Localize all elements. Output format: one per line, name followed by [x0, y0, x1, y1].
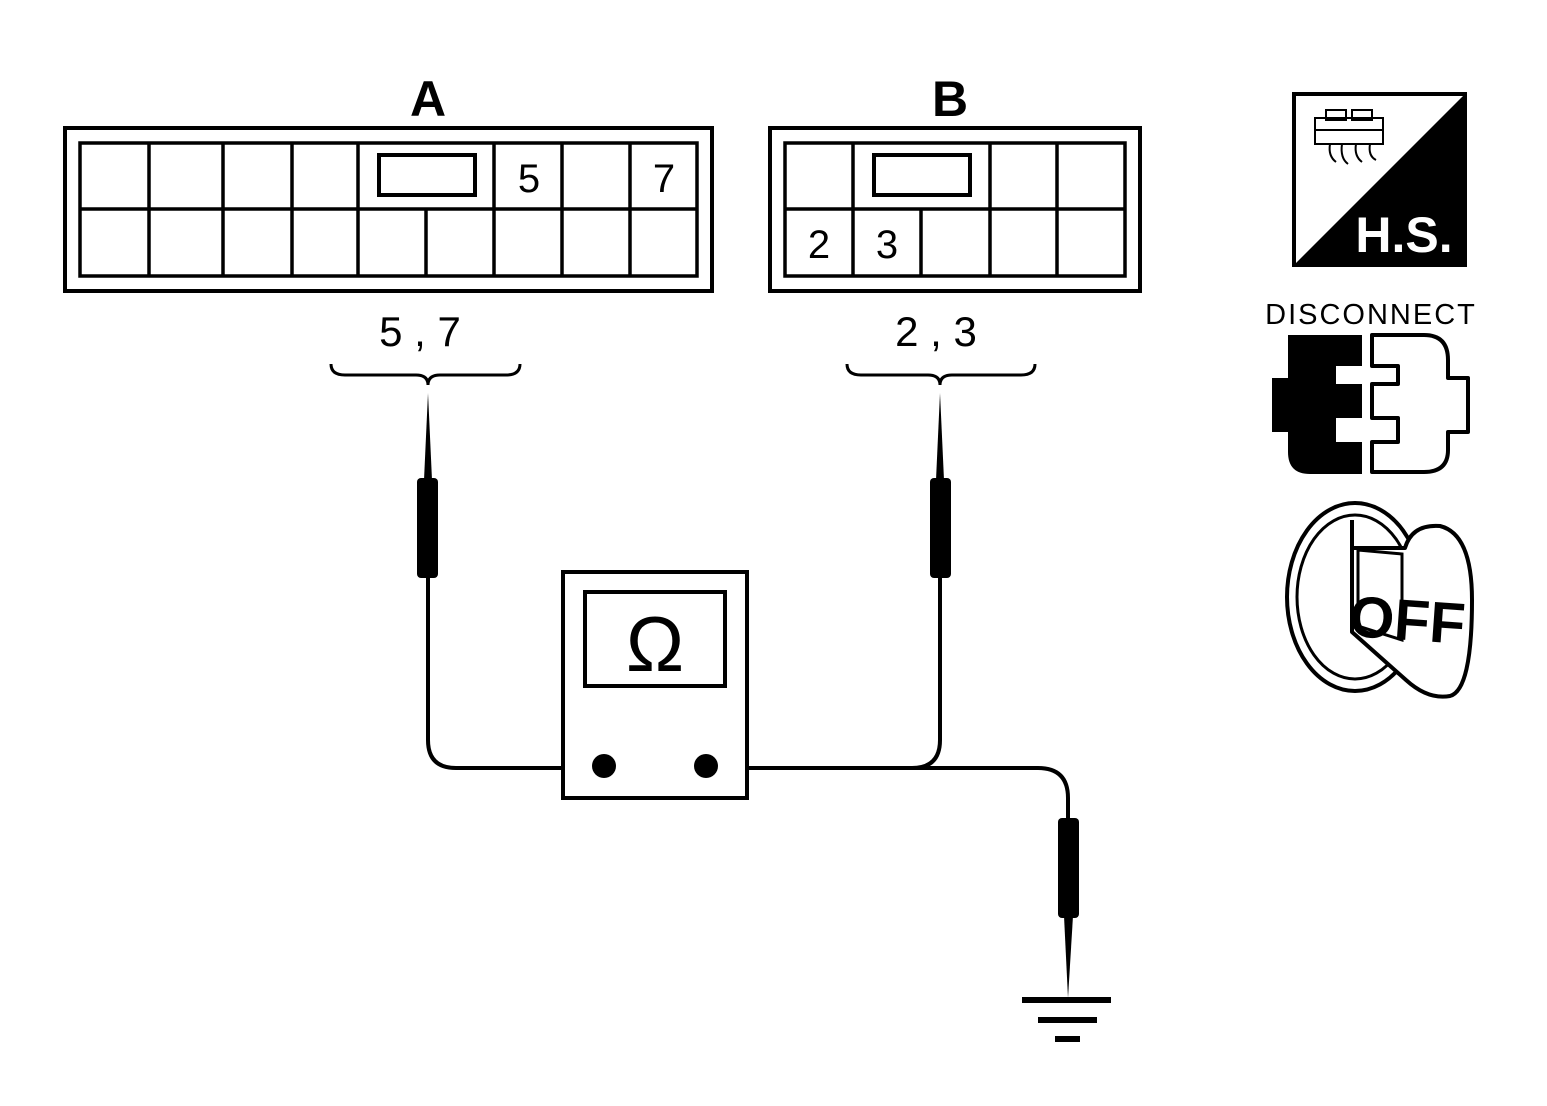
connector-a-label: A — [410, 71, 446, 127]
ohmmeter: Ω — [561, 570, 749, 800]
wire-a — [426, 578, 604, 770]
connector-b-label: B — [932, 71, 968, 127]
ignition-key-off-icon: OFF — [1285, 501, 1474, 699]
ground-symbol-icon — [1022, 997, 1111, 1042]
probe-ground — [1058, 818, 1079, 998]
ohmmeter-terminal-left — [592, 754, 616, 778]
connector-a-latch — [377, 153, 477, 197]
wire-ground — [900, 766, 1070, 820]
disconnect-connector-icon: DISCONNECT — [1265, 299, 1477, 474]
ohmmeter-display — [583, 590, 727, 688]
connector-b-probe-label: 2 , 3 — [895, 308, 977, 355]
connector-a: A 5 7 5 , 7 — [63, 71, 714, 386]
ohm-symbol: Ω — [626, 600, 684, 688]
connector-b-latch — [872, 153, 972, 197]
connector-a-pin-7: 7 — [653, 157, 675, 201]
connector-b: B 2 3 2 , 3 — [768, 71, 1142, 386]
connector-a-pin-5: 5 — [518, 157, 540, 201]
connector-b-pin-2: 2 — [808, 223, 830, 267]
connector-a-probe-label: 5 , 7 — [379, 308, 461, 355]
probe-a — [417, 393, 438, 578]
ohmmeter-terminal-right — [694, 754, 718, 778]
probe-b — [930, 393, 951, 578]
disconnect-text: DISCONNECT — [1265, 299, 1477, 331]
connector-b-pin-3: 3 — [876, 223, 898, 267]
harness-side-icon: H.S. — [1292, 92, 1467, 267]
harness-side-text: H.S. — [1355, 207, 1452, 263]
connector-a-brace — [329, 363, 522, 386]
ignition-off-text: OFF — [1347, 584, 1467, 657]
connector-b-brace — [845, 363, 1037, 386]
